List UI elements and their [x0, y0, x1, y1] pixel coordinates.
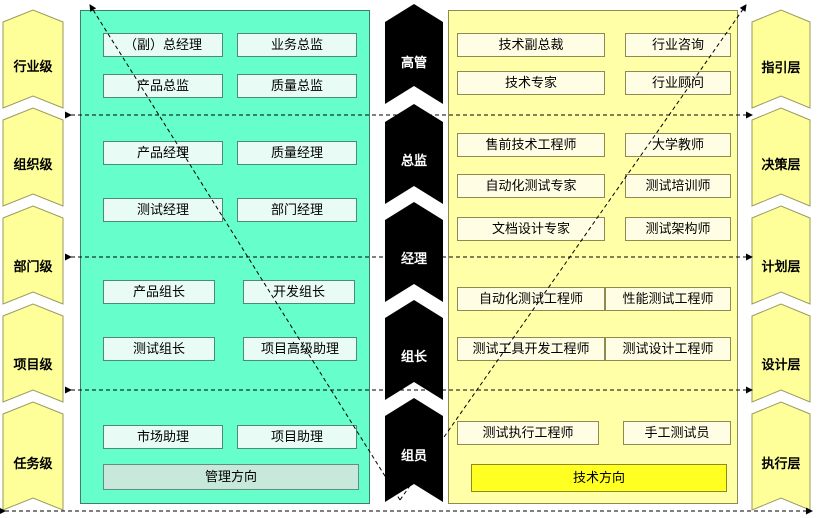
rank-label: 总监 — [400, 154, 427, 169]
rank-chevron-member: 组员 — [385, 398, 443, 502]
rank-label: 组员 — [400, 449, 427, 464]
role-box: 技术专家 — [457, 71, 605, 95]
role-box: 测试工具开发工程师 — [457, 337, 605, 361]
role-box: 行业顾问 — [625, 71, 731, 95]
level-label: 部门级 — [13, 260, 53, 275]
level-chevron-project: 项目级 — [2, 303, 64, 403]
role-box: 自动化测试工程师 — [457, 287, 605, 311]
dashed-diagonal-arrow — [89, 4, 401, 501]
role-box: 文档设计专家 — [457, 217, 605, 241]
role-box: 市场助理 — [103, 425, 223, 449]
layer-chevron-decision: 决策层 — [751, 107, 811, 207]
rank-chevron-executive: 高管 — [385, 4, 443, 104]
layer-label: 计划层 — [761, 260, 801, 275]
level-chevron-industry: 行业级 — [2, 9, 64, 109]
role-box: 行业咨询 — [625, 33, 731, 57]
role-box: 业务总监 — [237, 33, 357, 57]
management-direction-label: 管理方向 — [103, 464, 359, 490]
layer-label: 决策层 — [761, 158, 801, 173]
role-box: 测试架构师 — [625, 217, 731, 241]
dashed-diagonal-arrow — [399, 4, 747, 501]
level-chevron-organization: 组织级 — [2, 107, 64, 207]
level-label: 组织级 — [13, 158, 53, 173]
role-box: 测试设计工程师 — [605, 337, 731, 361]
layer-chevron-design: 设计层 — [751, 303, 811, 403]
level-label: 项目级 — [13, 358, 53, 373]
role-box: 技术副总裁 — [457, 33, 605, 57]
technical-panel: 技术副总裁 行业咨询 技术专家 行业顾问 售前技术工程师 大学教师 自动化测试专… — [448, 10, 738, 504]
layer-label: 执行层 — [761, 457, 801, 472]
role-box: 测试经理 — [103, 198, 223, 222]
role-box: 产品组长 — [103, 280, 215, 304]
level-chevron-department: 部门级 — [2, 205, 64, 305]
role-box: 项目高级助理 — [243, 337, 357, 361]
role-box: 测试组长 — [103, 337, 215, 361]
level-label: 行业级 — [13, 60, 53, 75]
role-box: 手工测试员 — [623, 421, 731, 445]
role-box: （副）总经理 — [103, 33, 223, 57]
rank-label: 组长 — [400, 350, 427, 365]
role-box: 测试培训师 — [625, 174, 731, 198]
role-box: 产品总监 — [103, 74, 223, 98]
role-box: 测试执行工程师 — [457, 421, 599, 445]
role-box: 质量总监 — [237, 74, 357, 98]
layer-chevron-planning: 计划层 — [751, 205, 811, 305]
layer-chevron-guidance: 指引层 — [751, 9, 811, 109]
layer-chevron-execution: 执行层 — [751, 401, 811, 511]
role-box: 售前技术工程师 — [457, 133, 605, 157]
role-box: 产品经理 — [103, 141, 223, 165]
role-box: 自动化测试专家 — [457, 174, 605, 198]
role-box: 项目助理 — [237, 425, 357, 449]
rank-chevron-team-lead: 组长 — [385, 300, 443, 400]
rank-chevron-director: 总监 — [385, 104, 443, 204]
layer-label: 指引层 — [761, 61, 801, 76]
role-box: 性能测试工程师 — [605, 287, 731, 311]
role-box: 质量经理 — [237, 141, 357, 165]
technical-direction-label: 技术方向 — [471, 464, 727, 492]
level-label: 任务级 — [13, 457, 53, 472]
rank-label: 高管 — [400, 56, 427, 71]
role-box: 部门经理 — [237, 198, 357, 222]
level-chevron-task: 任务级 — [2, 401, 64, 511]
role-box: 开发组长 — [243, 280, 355, 304]
layer-label: 设计层 — [761, 358, 801, 373]
